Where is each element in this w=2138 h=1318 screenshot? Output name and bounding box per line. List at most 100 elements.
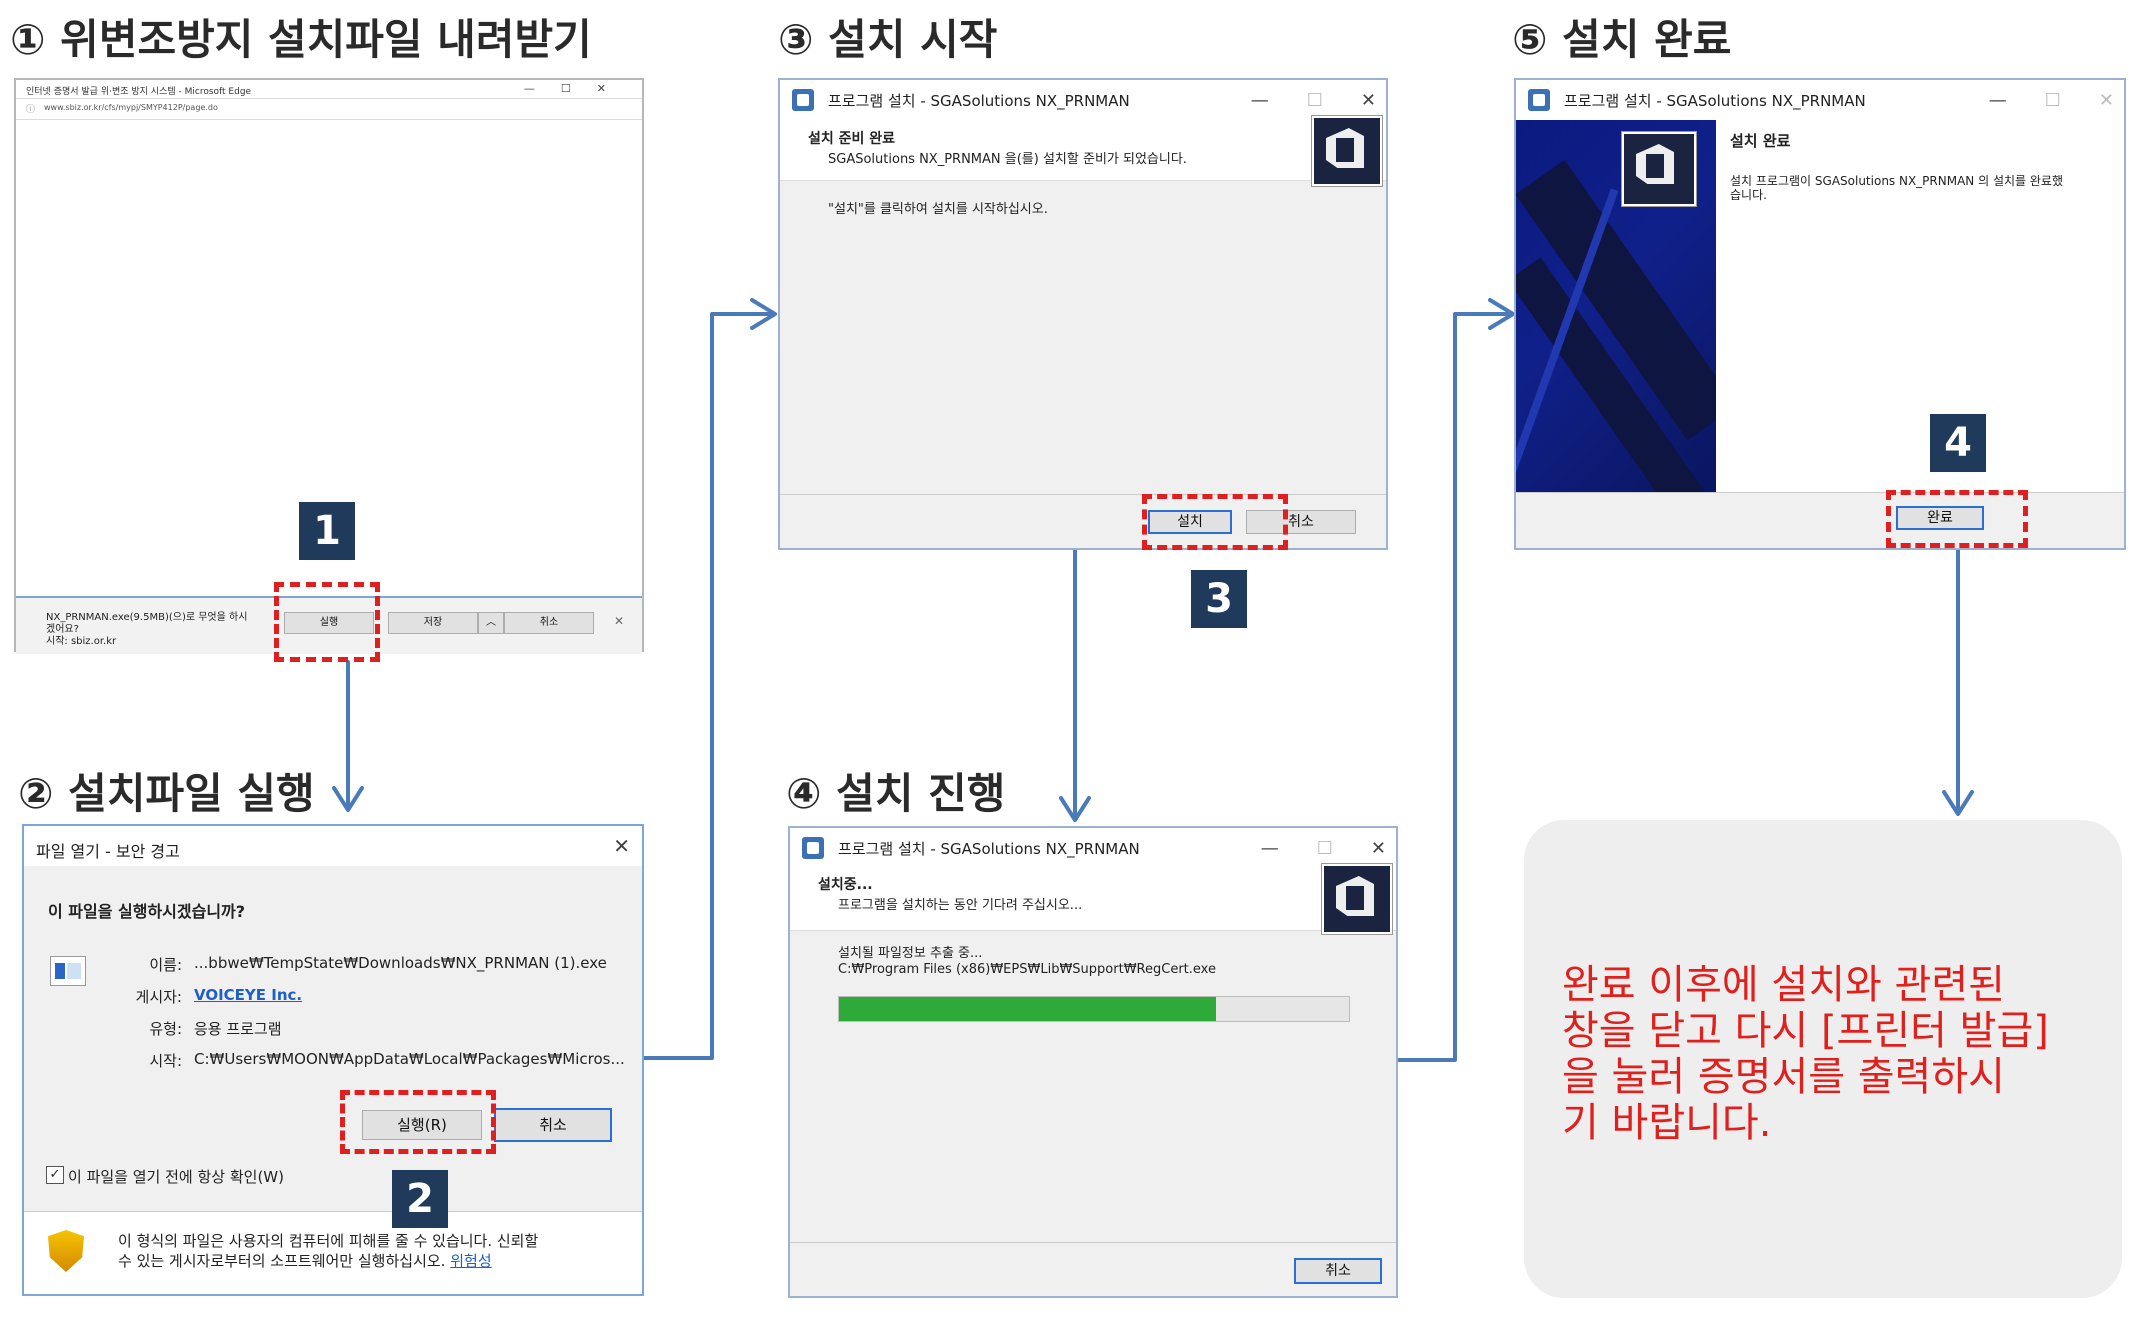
security-question: 이 파일을 실행하시겠습니까?	[48, 902, 246, 921]
setup-done-body-1: 설치 프로그램이 SGASolutions NX_PRNMAN 의 설치를 완료…	[1730, 174, 2063, 188]
highlight-security-run	[340, 1090, 496, 1154]
minimize-icon[interactable]: —	[523, 82, 561, 95]
highlight-finish	[1886, 490, 2028, 548]
note-line-4: 기 바랍니다.	[1562, 1100, 1772, 1146]
setup-start-window: 프로그램 설치 - SGASolutions NX_PRNMAN — ☐ ✕ 설치 …	[778, 78, 1388, 550]
edge-cancel-button[interactable]: 취소	[504, 612, 594, 634]
close-icon[interactable]: ✕	[613, 834, 630, 858]
maximize-icon: ☐	[2044, 89, 2061, 111]
step5-heading: ⑤ 설치 완료	[1512, 15, 1732, 64]
edge-title: 인터넷 증명서 발급 위·변조 방지 시스템 - Microsoft Edge	[26, 87, 252, 97]
name-value: ...bbwe₩TempState₩Downloads₩NX_PRNMAN (1…	[194, 954, 607, 972]
maximize-icon[interactable]: ☐	[560, 82, 597, 95]
progress-fill	[839, 997, 1217, 1021]
progress-status: 설치될 파일정보 추출 중...	[838, 946, 983, 961]
warning-text-1: 이 형식의 파일은 사용자의 컴퓨터에 피해를 줄 수 있습니다. 신뢰할	[118, 1232, 539, 1250]
close-icon[interactable]: ✕	[596, 82, 632, 95]
setup-app-icon	[1528, 89, 1550, 111]
from-value: C:₩Users₩MOON₩AppData₩Local₩Packages₩Mic…	[194, 1050, 625, 1068]
badge-4: 4	[1930, 414, 1986, 472]
installer-logo-icon	[1312, 116, 1382, 186]
setup-start-header-title: 설치 준비 완료	[808, 131, 896, 147]
note-line-3: 을 눌러 증명서를 출력하시	[1562, 1054, 2005, 1100]
from-label: 시작:	[149, 1052, 182, 1070]
installer-logo-icon	[1622, 132, 1696, 206]
install-button[interactable]: 설치	[1148, 510, 1232, 534]
badge-3: 3	[1191, 570, 1247, 628]
setup-progress-header-title: 설치중...	[818, 877, 873, 893]
name-label: 이름:	[149, 956, 182, 974]
address-url[interactable]: www.sbiz.or.kr/cfs/mypj/SMYP412P/page.do	[44, 103, 218, 112]
always-ask-checkbox[interactable]: ✓	[46, 1166, 64, 1184]
shield-warning-icon	[48, 1230, 84, 1272]
divider	[780, 494, 1386, 495]
step4-heading: ④ 설치 진행	[786, 769, 1006, 818]
edge-save-button[interactable]: 저장	[388, 612, 478, 634]
setup-progress-header-sub: 프로그램을 설치하는 동안 기다려 주십시오...	[838, 898, 1083, 913]
setup-done-title: 프로그램 설치 - SGASolutions NX_PRNMAN	[1564, 91, 1866, 110]
badge-1: 1	[299, 502, 355, 560]
minimize-icon[interactable]: —	[1988, 89, 2007, 111]
info-icon: ⓘ	[26, 105, 36, 115]
note-text: 완료 이후에 설치와 관련된 창을 닫고 다시 [프린터 발급] 을 눌러 증명…	[1562, 962, 2049, 1146]
setup-start-cancel-button[interactable]: 취소	[1246, 510, 1356, 534]
setup-progress-window: 프로그램 설치 - SGASolutions NX_PRNMAN — ☐ ✕ 설치중…	[788, 826, 1398, 1298]
note-line-2: 창을 닫고 다시 [프린터 발급]	[1562, 1008, 2049, 1054]
highlight-install	[1142, 494, 1288, 550]
close-icon[interactable]: ✕	[614, 614, 625, 628]
publisher-link[interactable]: VOICEYE Inc.	[194, 986, 303, 1004]
setup-done-titlebar: 프로그램 설치 - SGASolutions NX_PRNMAN —☐✕	[1516, 80, 2124, 120]
security-cancel-button[interactable]: 취소	[494, 1108, 612, 1142]
arrow-4-to-5	[1397, 312, 1510, 1062]
setup-app-icon	[792, 89, 814, 111]
setup-progress-titlebar: 프로그램 설치 - SGASolutions NX_PRNMAN — ☐ ✕	[790, 828, 1396, 868]
setup-start-title: 프로그램 설치 - SGASolutions NX_PRNMAN	[828, 91, 1130, 110]
close-icon[interactable]: ✕	[1360, 89, 1376, 111]
close-icon[interactable]: ✕	[1370, 837, 1386, 859]
always-ask-label: 이 파일을 열기 전에 항상 확인(W)	[68, 1168, 284, 1186]
progress-bar	[838, 996, 1350, 1022]
minimize-icon[interactable]: —	[1250, 89, 1269, 111]
divider	[24, 1211, 642, 1212]
setup-progress-cancel-button[interactable]: 취소	[1294, 1258, 1382, 1284]
finish-button[interactable]: 완료	[1896, 506, 1984, 530]
application-icon	[50, 956, 86, 986]
download-question-2: 겠어요?	[46, 624, 79, 635]
instruction-note	[1524, 820, 2122, 1298]
setup-start-body: "설치"를 클릭하여 설치를 시작하십시오.	[828, 202, 1048, 217]
maximize-icon: ☐	[1306, 89, 1323, 111]
progress-path: C:₩Program Files (x86)₩EPS₩Lib₩Support₩R…	[838, 962, 1216, 977]
download-question-1: NX_PRNMAN.exe(9.5MB)(으)로 무엇을 하시	[46, 612, 248, 623]
setup-done-header-title: 설치 완료	[1730, 132, 1791, 150]
badge-2: 2	[392, 1170, 448, 1228]
note-line-1: 완료 이후에 설치와 관련된	[1562, 962, 2005, 1008]
edge-run-button[interactable]: 실행	[284, 612, 374, 634]
setup-progress-title: 프로그램 설치 - SGASolutions NX_PRNMAN	[838, 839, 1140, 858]
divider	[1516, 492, 2124, 493]
setup-progress-header: 설치중... 프로그램을 설치하는 동안 기다려 주십시오...	[790, 864, 1396, 934]
step1-heading: ① 위변조방지 설치파일 내려받기	[10, 15, 592, 64]
type-label: 유형:	[149, 1020, 182, 1038]
highlight-run	[274, 582, 380, 662]
security-run-button[interactable]: 실행(R)	[362, 1110, 482, 1140]
warning-text-2-label: 수 있는 게시자로부터의 소프트웨어만 실행하십시오.	[118, 1252, 446, 1270]
edge-window: 인터넷 증명서 발급 위·변조 방지 시스템 - Microsoft Edge …	[14, 78, 644, 654]
chevron-up-icon[interactable]: ︿	[478, 612, 504, 634]
setup-done-body-2: 습니다.	[1730, 188, 1767, 202]
security-body: 이 파일을 실행하시겠습니까? 이름: ...bbwe₩TempState₩Do…	[24, 866, 642, 1211]
security-title: 파일 열기 - 보안 경고	[36, 842, 180, 861]
minimize-icon[interactable]: —	[1260, 837, 1279, 859]
security-dialog: 파일 열기 - 보안 경고 ✕ 이 파일을 실행하시겠습니까? 이름: ...b…	[22, 824, 644, 1296]
divider	[790, 1242, 1396, 1243]
publisher-label: 게시자:	[135, 988, 182, 1006]
setup-start-titlebar: 프로그램 설치 - SGASolutions NX_PRNMAN — ☐ ✕	[780, 80, 1386, 120]
maximize-icon: ☐	[1316, 837, 1333, 859]
risk-link[interactable]: 위험성	[450, 1252, 492, 1270]
installer-logo-icon	[1322, 864, 1392, 934]
setup-start-header-sub: SGASolutions NX_PRNMAN 을(를) 설치할 준비가 되었습니…	[828, 152, 1187, 167]
step3-heading: ③ 설치 시작	[778, 15, 998, 64]
address-bar[interactable]: ⓘ www.sbiz.or.kr/cfs/mypj/SMYP412P/page.…	[16, 98, 642, 120]
edge-window-controls: —☐✕	[524, 82, 632, 95]
setup-app-icon	[802, 837, 824, 859]
